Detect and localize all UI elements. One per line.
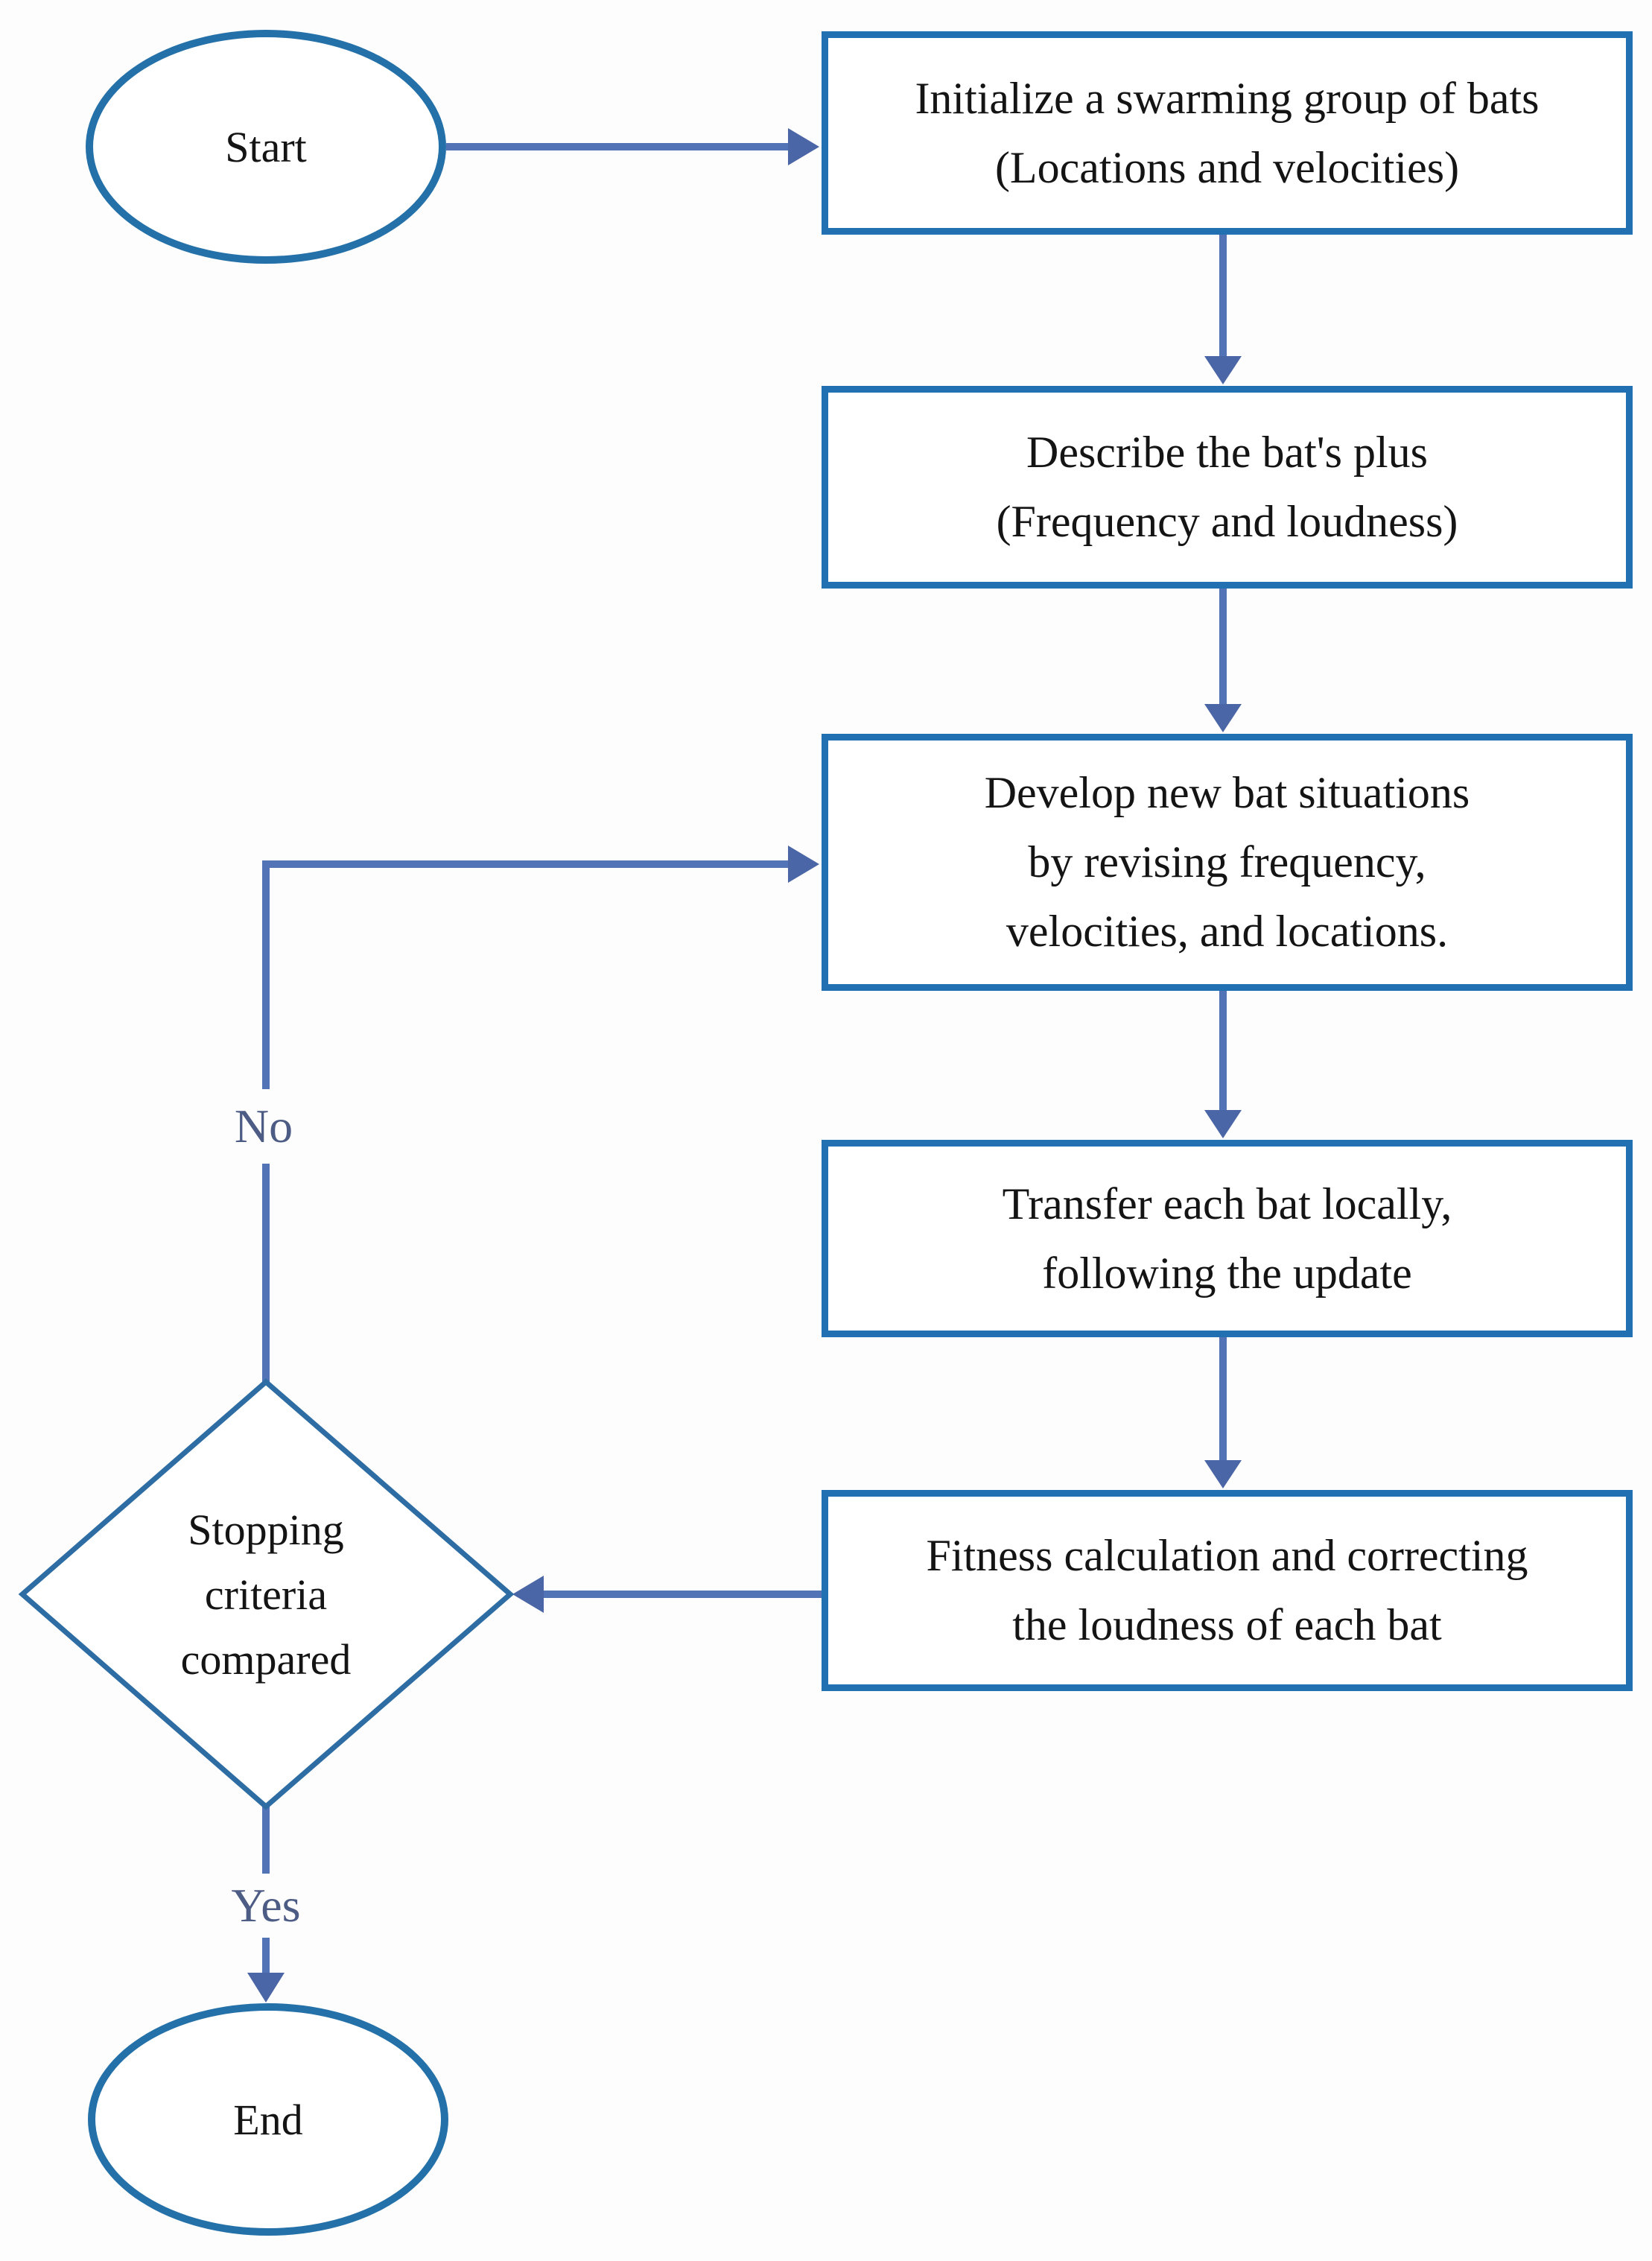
arrowhead-down-icon <box>1204 356 1242 384</box>
process-box-describe-pulse: Describe the bat's plus (Frequency and l… <box>822 386 1633 589</box>
text-line: Initialize a swarming group of bats <box>915 73 1540 123</box>
text-line: velocities, and locations. <box>1006 907 1449 956</box>
text-line: Transfer each bat locally, <box>1002 1179 1452 1228</box>
end-label: End <box>233 2095 303 2144</box>
arrowhead-down-icon <box>1204 1110 1242 1138</box>
text-line: (Locations and velocities) <box>994 142 1460 192</box>
arrowhead-down-icon <box>1204 1460 1242 1488</box>
start-terminator: Start <box>86 30 446 264</box>
process-box-develop-situations: Develop new bat situations by revising f… <box>822 734 1633 991</box>
decision-diamond <box>18 1378 515 1810</box>
process-box-fitness-calculation: Fitness calculation and correcting the l… <box>822 1490 1633 1691</box>
yes-branch-label: Yes <box>184 1874 348 1938</box>
start-label: Start <box>225 122 307 171</box>
arrowhead-down-icon <box>1204 704 1242 732</box>
text-line: by revising frequency, <box>1028 837 1426 887</box>
text-line: criteria <box>204 1570 328 1619</box>
text-line: Develop new bat situations <box>984 768 1470 817</box>
text-line: (Frequency and loudness) <box>996 497 1458 546</box>
process-box-initialize-bats: Initialize a swarming group of bats (Loc… <box>822 31 1633 235</box>
arrowhead-left-icon <box>512 1576 544 1613</box>
arrowhead-right-icon <box>788 128 819 165</box>
text-line: following the update <box>1042 1248 1412 1298</box>
arrow-no-loop-to-develop <box>262 860 790 1382</box>
decision-text: Stopping criteria compared <box>42 1438 489 1751</box>
arrowhead-right-icon <box>788 846 819 883</box>
text-line: Stopping <box>188 1505 344 1554</box>
process-box-transfer-locally: Transfer each bat locally, following the… <box>822 1140 1633 1337</box>
text-line: Describe the bat's plus <box>1026 428 1428 477</box>
arrowhead-down-icon <box>247 1973 285 2002</box>
text-line: compared <box>180 1634 352 1684</box>
end-terminator: End <box>88 2003 448 2236</box>
no-branch-label: No <box>182 1089 346 1164</box>
text-line: Fitness calculation and correcting <box>926 1531 1528 1580</box>
text-line: the loudness of each bat <box>1012 1600 1442 1649</box>
